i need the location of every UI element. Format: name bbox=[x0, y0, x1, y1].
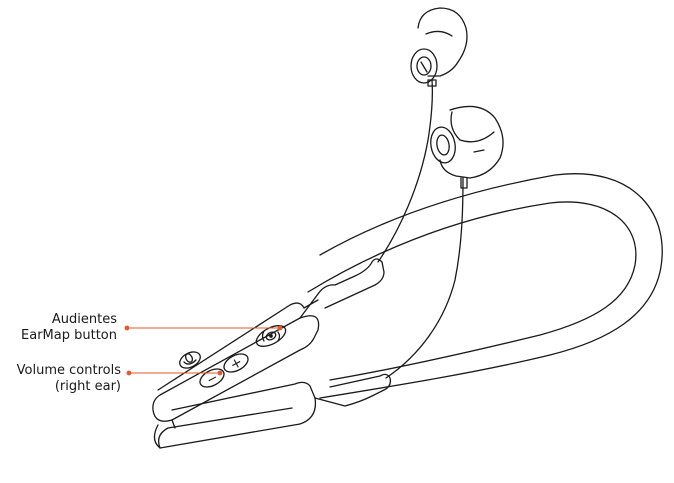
earmap-label-line1: Audientes bbox=[51, 312, 117, 327]
earphone-icon bbox=[430, 105, 504, 179]
earmap-button[interactable] bbox=[253, 321, 289, 350]
mic-button[interactable] bbox=[177, 349, 203, 372]
neckband bbox=[307, 173, 663, 399]
left-control-module bbox=[153, 373, 392, 449]
earphone-cables bbox=[377, 79, 468, 379]
volume-down-button[interactable]: − bbox=[197, 365, 227, 390]
earmap-button-icon bbox=[261, 330, 281, 342]
right-control-module bbox=[152, 258, 385, 429]
volume-up-button[interactable]: + bbox=[221, 350, 251, 375]
volume-callout bbox=[126, 370, 223, 376]
earmap-callout bbox=[124, 325, 283, 331]
volume-label-line2: (right ear) bbox=[54, 379, 121, 394]
earphone-icon bbox=[410, 7, 468, 87]
microphone-icon bbox=[183, 353, 197, 365]
earmap-label-line2: EarMap button bbox=[21, 328, 117, 343]
volume-label-line1: Volume controls bbox=[16, 363, 121, 378]
